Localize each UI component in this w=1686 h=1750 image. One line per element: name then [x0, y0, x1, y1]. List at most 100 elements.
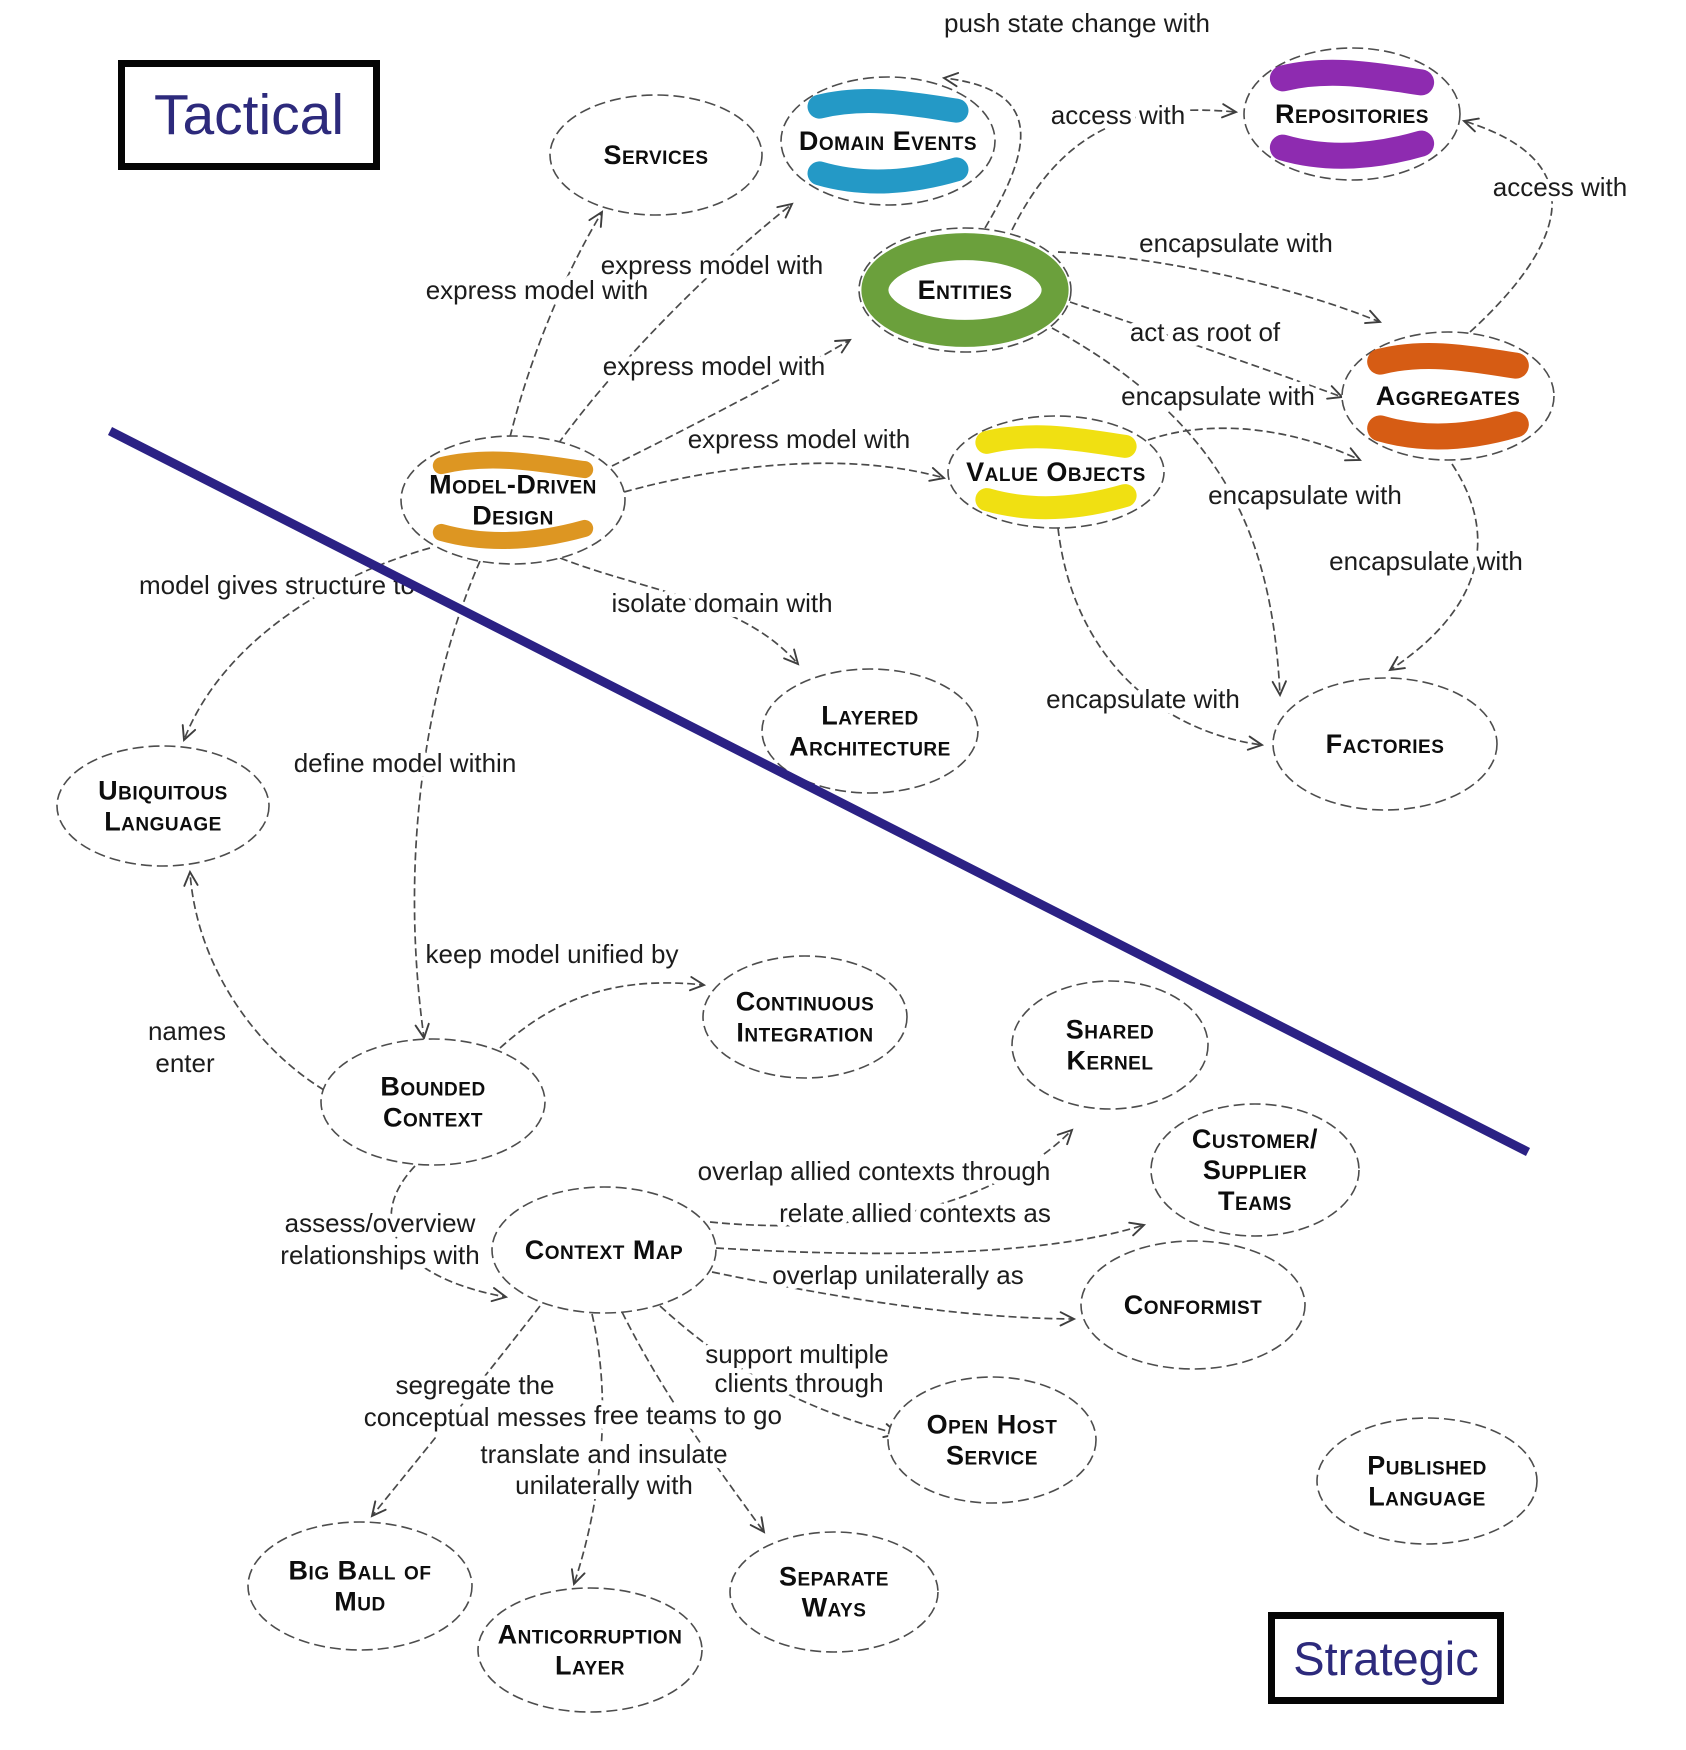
- edge-aggregates-repositories: [1461, 117, 1553, 333]
- arrowhead-icon: [570, 1568, 586, 1587]
- strategic-region-box: Strategic: [1268, 1612, 1504, 1704]
- highlight-bar-bottom: [1269, 130, 1435, 169]
- arrowhead-icon: [834, 338, 852, 354]
- edge-mdd-domain-events: [557, 202, 794, 445]
- edge-label-cm-open-host-service: support multiple: [705, 1339, 889, 1369]
- arrowhead-icon: [776, 202, 794, 219]
- node-label-value-objects: Value Objects: [966, 457, 1146, 487]
- edge-label-entities-domain-events: push state change with: [944, 8, 1210, 38]
- arrowhead-icon: [1056, 1128, 1074, 1146]
- edge-label-cm-big-ball-of-mud: conceptual messes: [364, 1402, 587, 1432]
- edge-label-aggregates-repositories: access with: [1493, 172, 1627, 202]
- node-conformist: Conformist: [1080, 1240, 1306, 1370]
- edge-mdd-layered-architecture: [559, 557, 800, 666]
- edge-cm-conformist: [711, 1271, 1077, 1327]
- highlight-bar-bottom: [432, 519, 594, 549]
- edge-cm-shared-kernel: [709, 1128, 1074, 1227]
- edge-mdd-services: [509, 210, 604, 438]
- edge-label-bc-ubiquitous-language: enter: [155, 1048, 215, 1078]
- arrowhead-icon: [588, 210, 604, 228]
- highlight-bar-top: [432, 451, 594, 479]
- tactical-region-label: Tactical: [153, 83, 345, 147]
- edge-label-cm-separate-ways: free teams to go: [594, 1400, 782, 1430]
- edge-label-mdd-layered-architecture: isolate domain with: [611, 588, 832, 618]
- edge-entities-repositories: [1011, 103, 1239, 231]
- node-factories: Factories: [1272, 677, 1498, 811]
- node-label-factories: Factories: [1326, 729, 1445, 759]
- node-label-domain-events: Domain Events: [799, 126, 977, 156]
- edge-label-bc-continuous-integration: keep model unified by: [426, 939, 679, 969]
- arrowhead-icon: [490, 1287, 509, 1303]
- arrowhead-icon: [181, 724, 197, 742]
- edge-label-bc-context-map: assess/overview: [285, 1208, 476, 1238]
- edge-cm-customer-supplier: [715, 1221, 1147, 1255]
- arrowhead-icon: [1128, 1221, 1147, 1237]
- edge-label-cm-anticorruption-layer: translate and insulate: [480, 1439, 727, 1469]
- edge-entities-factories: [1051, 327, 1287, 698]
- arrowhead-icon: [1059, 1311, 1077, 1327]
- arrowhead-icon: [689, 976, 707, 992]
- highlight-bar-top: [1269, 59, 1435, 96]
- edge-bc-ubiquitous-language: [183, 869, 325, 1091]
- edge-label-entities-aggregates-root: act as root of: [1130, 317, 1281, 347]
- edge-value-objects-factories: [1057, 527, 1265, 751]
- highlight-bar-bottom: [975, 484, 1137, 520]
- arrowhead-icon: [928, 467, 947, 482]
- highlight-bar-top: [1367, 342, 1529, 379]
- edge-entities-aggregates-root: [1069, 301, 1345, 400]
- edge-cm-big-ball-of-mud: [370, 1305, 541, 1518]
- edge-value-objects-aggregates: [1147, 427, 1362, 462]
- edge-label-mdd-entities: express model with: [603, 351, 826, 381]
- edge-label-cm-open-host-service: clients through: [714, 1368, 883, 1398]
- node-label-aggregates: Aggregates: [1376, 381, 1521, 411]
- edge-label-cm-anticorruption-layer: unilaterally with: [515, 1470, 693, 1500]
- edge-bc-context-map: [390, 1165, 509, 1303]
- edge-label-mdd-value-objects: express model with: [688, 424, 911, 454]
- edge-label-cm-conformist: overlap unilaterally as: [772, 1260, 1023, 1290]
- arrowhead-icon: [1246, 735, 1265, 751]
- arrowhead-icon: [1326, 385, 1345, 400]
- edge-label-entities-factories: encapsulate with: [1208, 480, 1402, 510]
- arrowhead-icon: [783, 648, 800, 666]
- arrowhead-icon: [1388, 656, 1406, 672]
- highlight-bar-top: [807, 88, 969, 123]
- edge-mdd-ubiquitous-language: [181, 547, 431, 742]
- edge-label-cm-big-ball-of-mud: segregate the: [395, 1370, 554, 1400]
- node-label-entities: Entities: [918, 275, 1013, 305]
- arrowhead-icon: [941, 72, 960, 88]
- arrowhead-icon: [1461, 117, 1480, 133]
- edge-mdd-entities: [611, 338, 852, 467]
- highlight-bar-bottom: [807, 157, 969, 194]
- edge-label-value-objects-aggregates: encapsulate with: [1121, 381, 1315, 411]
- node-services: Services: [549, 94, 763, 216]
- node-value-objects: Value Objects: [947, 415, 1165, 529]
- highlight-bar-bottom: [1367, 411, 1529, 450]
- arrowhead-icon: [1271, 680, 1287, 698]
- node-domain-events: Domain Events: [780, 76, 996, 206]
- arrowhead-icon: [749, 1516, 766, 1534]
- arrowhead-icon: [1344, 447, 1362, 462]
- edge-label-entities-aggregates-encapsulate: encapsulate with: [1139, 228, 1333, 258]
- edge-label-cm-shared-kernel: overlap allied contexts through: [698, 1156, 1051, 1186]
- node-label-context-map: Context Map: [525, 1235, 683, 1265]
- edge-cm-anticorruption-layer: [570, 1313, 604, 1587]
